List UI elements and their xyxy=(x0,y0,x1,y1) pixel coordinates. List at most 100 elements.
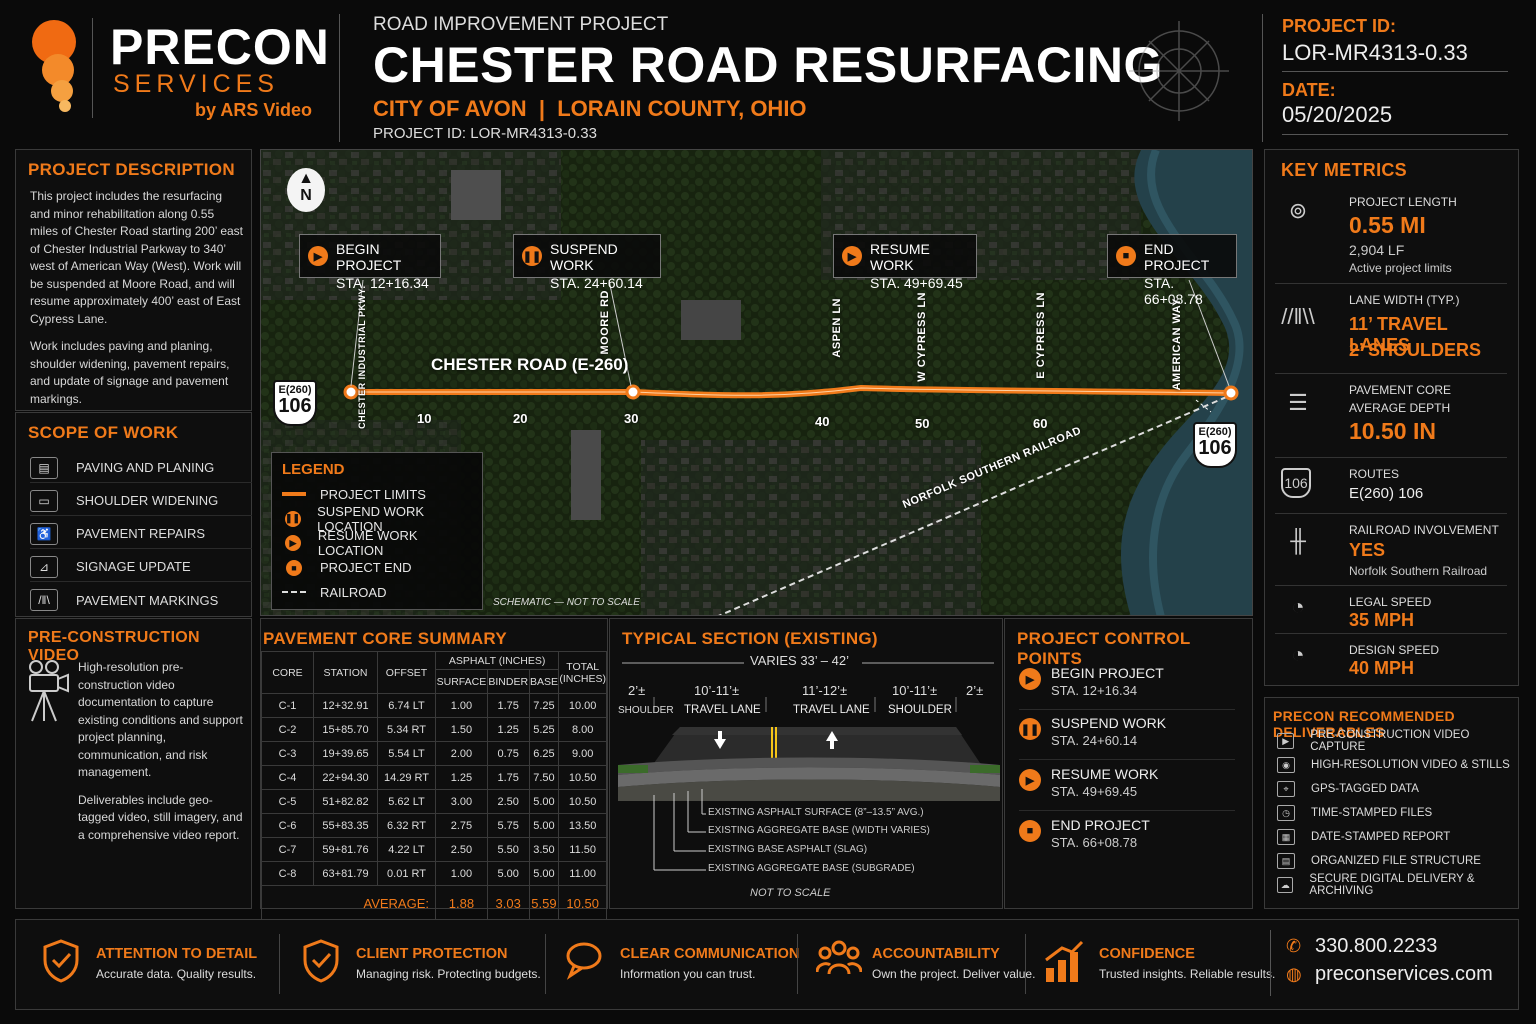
table-cell: 55+83.35 xyxy=(313,813,378,838)
stop-icon: ■ xyxy=(1116,246,1136,266)
table-cell: C-6 xyxy=(261,813,314,838)
scope-label: SIGNAGE UPDATE xyxy=(76,559,191,574)
road-label: CHESTER ROAD (E-260) xyxy=(431,355,629,374)
table-cell: 5.00 xyxy=(528,789,560,814)
table-cell: 8.00 xyxy=(558,717,607,742)
legend-item: ▶RESUME WORK LOCATION xyxy=(282,528,472,558)
legend-item: RAILROAD xyxy=(282,580,472,605)
camera-icon: ◉ xyxy=(1277,757,1295,773)
route-shield-icon: E(260)106 xyxy=(1193,422,1237,468)
table-cell: 1.75 xyxy=(486,693,530,718)
calendar-icon: ▦ xyxy=(1277,829,1295,845)
scope-item: ▤PAVING AND PLANING xyxy=(30,453,252,483)
table-cell: 2.00 xyxy=(435,741,488,766)
header-location: CITY OF AVON | LORAIN COUNTY, OHIO xyxy=(373,96,807,121)
table-cell: 6.25 xyxy=(528,741,560,766)
id-label: PROJECT ID: xyxy=(1282,16,1397,36)
table-cell: 14.29 RT xyxy=(377,765,436,790)
street-label: W CYPRESS LN xyxy=(916,292,928,382)
core-title: PAVEMENT CORE SUMMARY xyxy=(263,629,507,648)
table-cell: 6.74 LT xyxy=(377,693,436,718)
north-arrow-icon: ▲N xyxy=(287,168,325,212)
play-icon: ▶ xyxy=(284,535,301,552)
video-p1: High-resolution pre-construction video d… xyxy=(78,660,243,779)
footer-bar xyxy=(15,919,1519,1010)
pause-icon: ❚❚ xyxy=(522,246,542,266)
part-label: TRAVEL LANE xyxy=(793,704,870,716)
layer-label: EXISTING ASPHALT SURFACE (8”–13.5” AVG.) xyxy=(708,807,924,818)
core-stack-icon: ☰ xyxy=(1288,390,1308,415)
table-cell: 1.25 xyxy=(486,717,530,742)
table-cell: 5.54 LT xyxy=(377,741,436,766)
deliverables-title: PRECON RECOMMENDED DELIVERABLES xyxy=(1273,708,1455,740)
dim-shoulder: 2’± xyxy=(966,683,984,698)
table-cell: 5.00 xyxy=(528,813,560,838)
roller-icon: ▭ xyxy=(30,489,58,512)
table-cell: 9.00 xyxy=(558,741,607,766)
video-p2: Deliverables include geo-tagged video, s… xyxy=(78,792,243,842)
phone-number[interactable]: 330.800.2233 xyxy=(1315,935,1438,957)
table-cell: 1.75 xyxy=(486,765,530,790)
shield-check-icon xyxy=(40,938,82,984)
scope-label: PAVEMENT REPAIRS xyxy=(76,526,206,541)
layer-label: EXISTING BASE ASPHALT (SLAG) xyxy=(708,844,868,855)
metric-routes: 106 ROUTES E(260) 106 xyxy=(1275,458,1507,514)
station-tick: 20 xyxy=(513,411,528,426)
col-binder: BINDER xyxy=(486,669,530,694)
id-value: LOR-MR4313-0.33 xyxy=(1282,40,1468,65)
description-p1: This project includes the resurfacing an… xyxy=(30,189,243,326)
play-icon: ▶ xyxy=(842,246,862,266)
brand-name: PRECON xyxy=(110,19,330,75)
table-cell: C-4 xyxy=(261,765,314,790)
table-cell: 7.25 xyxy=(528,693,560,718)
table-cell: 1.00 xyxy=(435,693,488,718)
table-cell: 6.32 RT xyxy=(377,813,436,838)
col-offset: OFFSET xyxy=(377,651,436,694)
col-station: STATION xyxy=(313,651,378,694)
growth-chart-icon xyxy=(1043,938,1085,984)
col-total: TOTAL(INCHES) xyxy=(558,651,607,694)
page-title: CHESTER ROAD RESURFACING xyxy=(373,37,1163,93)
layer-label: EXISTING AGGREGATE BASE (WIDTH VARIES) xyxy=(708,825,930,836)
callout-title: BEGIN PROJECT xyxy=(336,241,402,273)
dim-lane: 10’-11’± xyxy=(892,683,938,698)
table-cell: 1.25 xyxy=(435,765,488,790)
route-shield-icon: 106 xyxy=(1281,468,1311,498)
section-note: NOT TO SCALE xyxy=(750,887,831,899)
legend-title: LEGEND xyxy=(282,461,345,478)
table-cell: 12+32.91 xyxy=(313,693,378,718)
header-kicker: ROAD IMPROVEMENT PROJECT xyxy=(373,14,669,35)
clock-icon: ◷ xyxy=(1277,805,1295,821)
street-label: CHESTER INDUSTRIAL PKWY xyxy=(357,288,367,429)
table-cell: 5.00 xyxy=(528,861,560,886)
description-p2: Work includes paving and planing, should… xyxy=(30,339,230,406)
table-cell: 5.34 RT xyxy=(377,717,436,742)
website-link[interactable]: preconservices.com xyxy=(1315,963,1493,985)
station-tick: 60 xyxy=(1033,416,1048,431)
table-cell: 13.50 xyxy=(558,813,607,838)
key-metrics-panel: KEY METRICS ⊚ PROJECT LENGTH 0.55 MI 2,9… xyxy=(1264,149,1519,686)
scope-item: ♿PAVEMENT REPAIRS xyxy=(30,519,252,549)
team-icon xyxy=(815,938,863,984)
deliverable-item: ◉HIGH-RESOLUTION VIDEO & STILLS xyxy=(1277,753,1510,777)
date-value: 05/20/2025 xyxy=(1282,102,1393,127)
play-icon: ▶ xyxy=(1019,668,1041,690)
pause-icon: ❚❚ xyxy=(1019,718,1041,740)
header-project-id: PROJECT ID: LOR-MR4313-0.33 xyxy=(373,125,597,142)
folder-icon: ▤ xyxy=(1277,853,1295,869)
scope-item: ▭SHOULDER WIDENING xyxy=(30,486,252,516)
